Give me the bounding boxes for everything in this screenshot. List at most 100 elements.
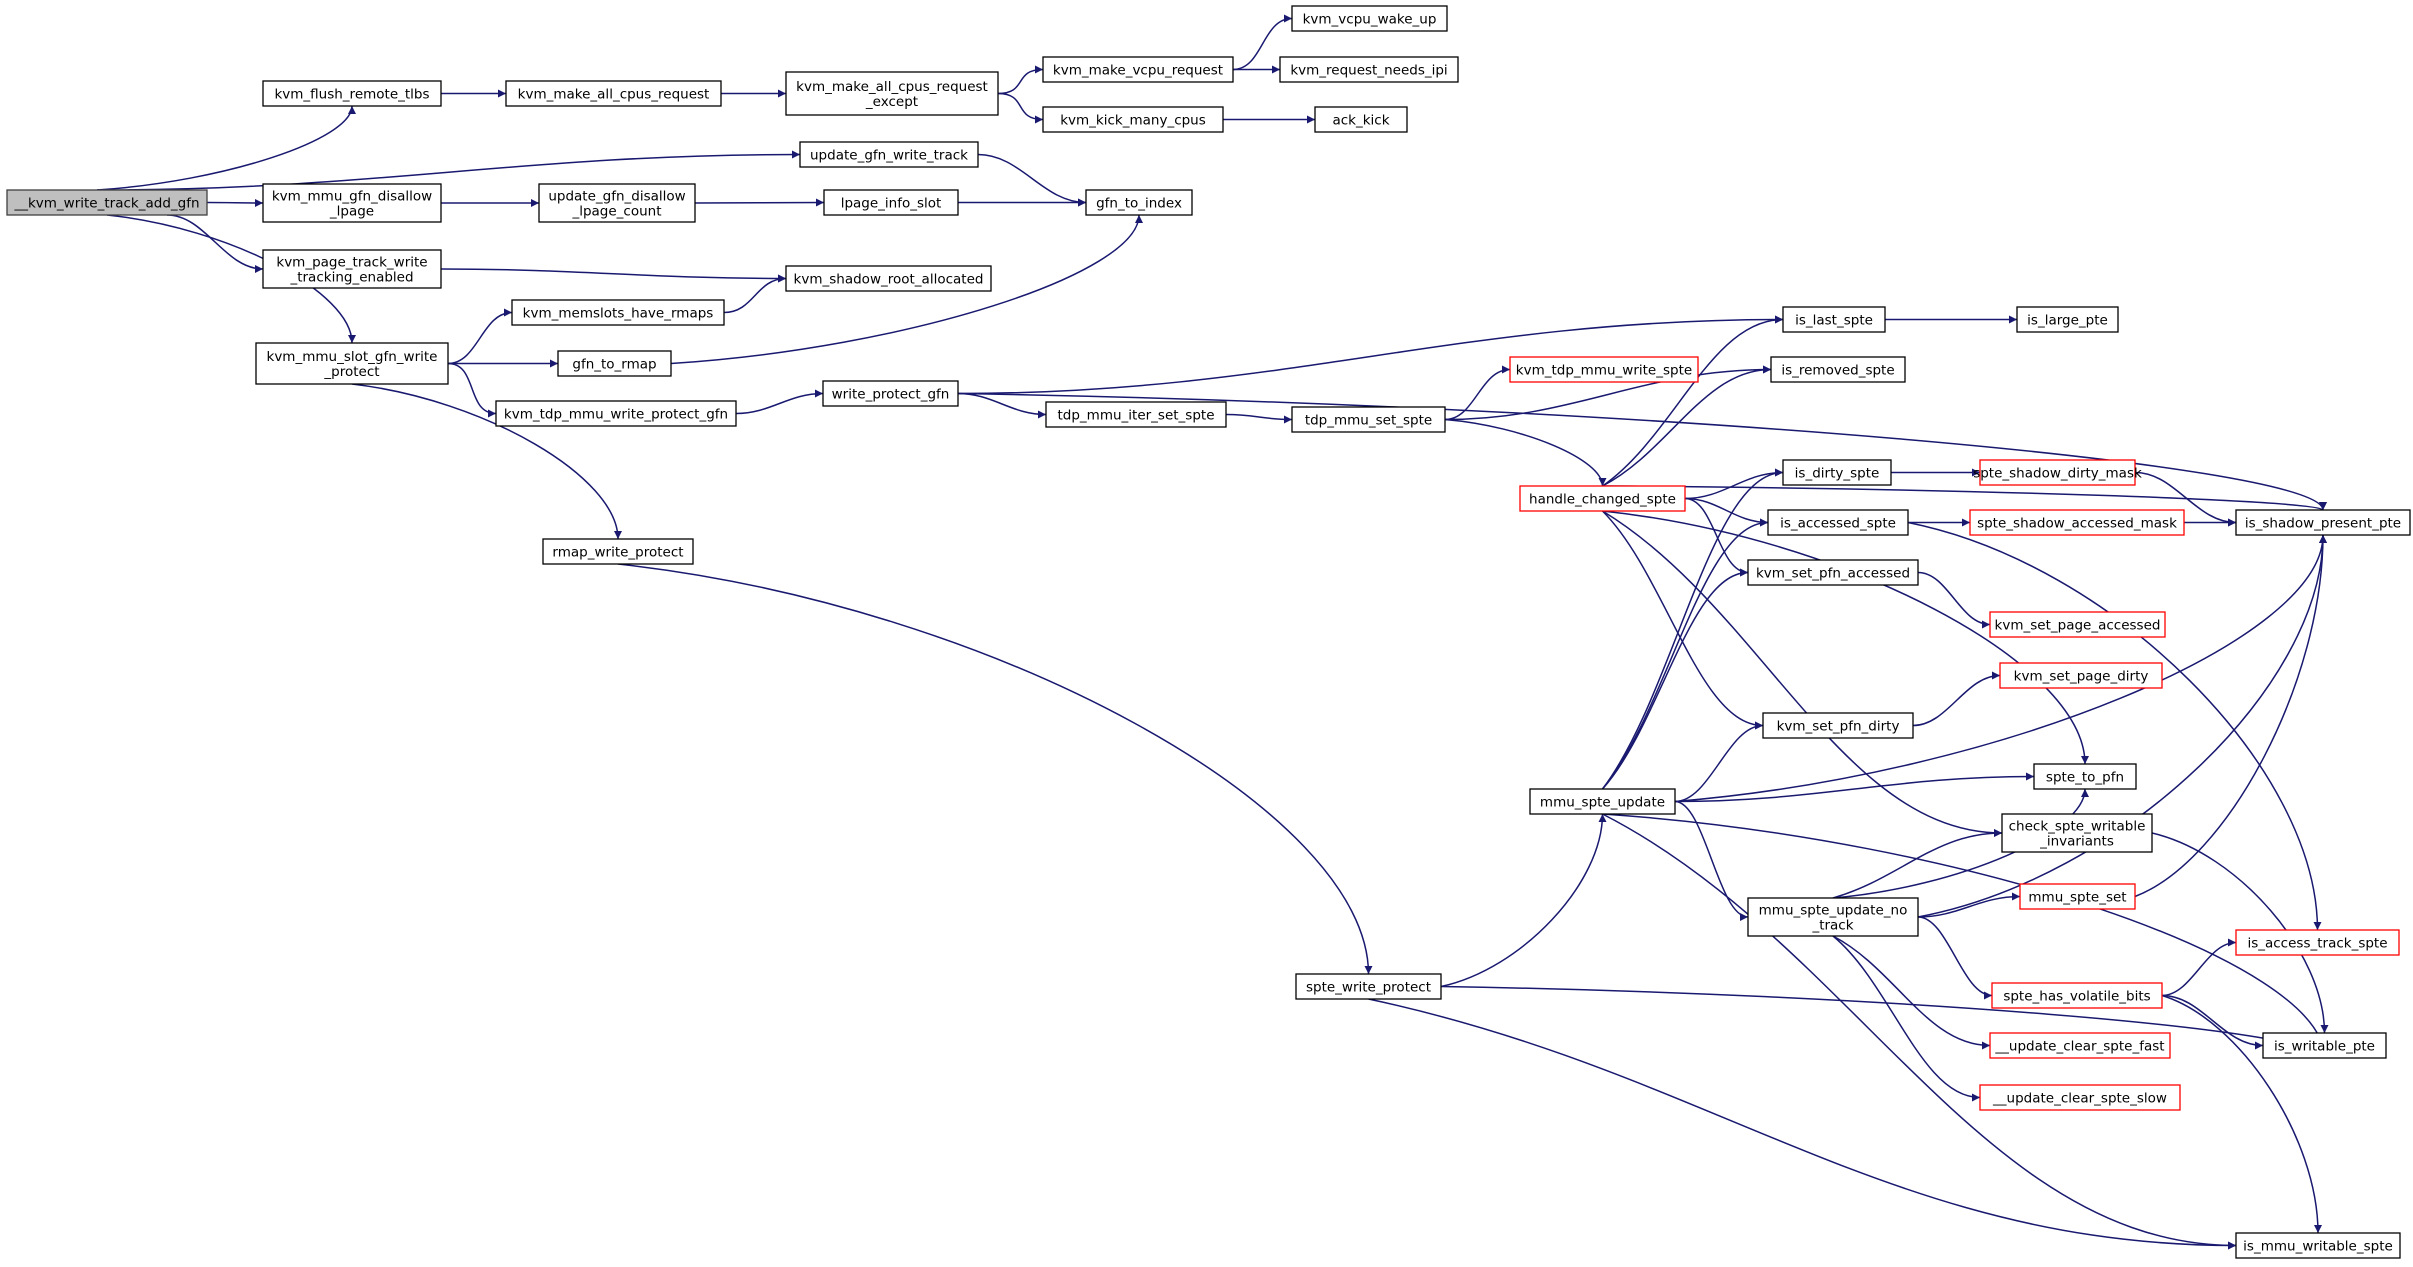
node-tdpwrite-box xyxy=(1509,356,1699,383)
edge-mmuupd-to-iswritable xyxy=(1602,813,2329,1059)
node-tdpwrite[interactable]: kvm_tdp_mmu_write_spte xyxy=(1509,356,1699,383)
node-rmapwp[interactable]: rmap_write_protect xyxy=(542,538,694,565)
node-vcpureq-box xyxy=(1042,56,1234,83)
node-notrack-label: mmu_spte_update_no xyxy=(1759,903,1908,919)
node-isacc[interactable]: is_accessed_spte xyxy=(1767,509,1909,536)
node-tdpwpgfn[interactable]: kvm_tdp_mmu_write_protect_gfn xyxy=(495,400,737,427)
node-needsipi-label: kvm_request_needs_ipi xyxy=(1290,63,1447,79)
node-islarge-label: is_large_pte xyxy=(2027,313,2108,329)
node-present-label: is_shadow_present_pte xyxy=(2245,516,2401,532)
node-clrfast[interactable]: __update_clear_spte_fast xyxy=(1989,1032,2171,1059)
node-isacctrack[interactable]: is_access_track_spte xyxy=(2235,929,2400,956)
edge-volatile-to-isacctrack xyxy=(2161,938,2237,997)
node-slotwp-box xyxy=(255,342,449,385)
edge-handle-to-sptepfn xyxy=(1602,510,2089,765)
node-pagedirty[interactable]: kvm_set_page_dirty xyxy=(1999,662,2163,689)
node-mmuupd-label: mmu_spte_update xyxy=(1540,795,1665,811)
node-sptepfn-box xyxy=(2033,763,2137,790)
node-upd_wt-label: update_gfn_write_track xyxy=(810,148,968,164)
node-isdirty[interactable]: is_dirty_spte xyxy=(1782,459,1892,486)
node-clrfast-label: __update_clear_spte_fast xyxy=(1994,1039,2164,1055)
node-clrslow[interactable]: __update_clear_spte_slow xyxy=(1979,1084,2181,1111)
node-vcpureq[interactable]: kvm_make_vcpu_request xyxy=(1042,56,1234,83)
node-lpinfo-box xyxy=(823,189,959,216)
node-present-box xyxy=(2235,509,2411,536)
node-ptwte[interactable]: kvm_page_track_write_tracking_enabled xyxy=(262,249,442,289)
node-spwp[interactable]: spte_write_protect xyxy=(1295,973,1442,1000)
node-sptepfn[interactable]: spte_to_pfn xyxy=(2033,763,2137,790)
edge-rmapwp-to-spwp xyxy=(617,563,1373,975)
edge-root-to-ptwte xyxy=(166,214,264,273)
node-rootalloc[interactable]: kvm_shadow_root_allocated xyxy=(785,265,992,292)
node-present[interactable]: is_shadow_present_pte xyxy=(2235,509,2411,536)
node-upd_dlc[interactable]: update_gfn_disallow_lpage_count xyxy=(538,183,696,223)
edge-mmuupd-to-isacc xyxy=(1601,518,1769,790)
edge-root-to-flush xyxy=(96,105,356,191)
edge-root-to-upd_wt xyxy=(96,150,801,191)
edge-pfnacc-to-pageacc xyxy=(1917,571,1991,629)
edge-handle-to-isacc xyxy=(1684,497,1769,527)
node-isremoved[interactable]: is_removed_spte xyxy=(1770,356,1906,383)
node-pfnacc[interactable]: kvm_set_pfn_accessed xyxy=(1747,559,1919,586)
node-wakeup[interactable]: kvm_vcpu_wake_up xyxy=(1291,5,1448,32)
node-flush-label: kvm_flush_remote_tlbs xyxy=(274,87,429,103)
node-mmuset-label: mmu_spte_set xyxy=(2028,890,2126,906)
node-isacctrack-box xyxy=(2235,929,2400,956)
edge-handle-to-isremoved xyxy=(1602,365,1772,487)
edge-volatile-to-iswritable xyxy=(2161,994,2264,1050)
node-lpinfo[interactable]: lpage_info_slot xyxy=(823,189,959,216)
node-accmask[interactable]: spte_shadow_accessed_mask xyxy=(1969,509,2185,536)
edge-mmuupd-to-pfndirty xyxy=(1674,721,1764,803)
node-root-label: __kvm_write_track_add_gfn xyxy=(13,196,199,212)
node-volatile[interactable]: spte_has_volatile_bits xyxy=(1991,982,2163,1009)
node-gfnidx[interactable]: gfn_to_index xyxy=(1085,189,1193,216)
node-wakeup-box xyxy=(1291,5,1448,32)
edge-mmuupd-to-present xyxy=(1674,534,2327,803)
node-slotwp[interactable]: kvm_mmu_slot_gfn_write_protect xyxy=(255,342,449,385)
node-notrack[interactable]: mmu_spte_update_no_track xyxy=(1747,897,1919,937)
node-gfnrmap[interactable]: gfn_to_rmap xyxy=(557,350,672,377)
node-ptwte-label: _tracking_enabled xyxy=(289,270,413,286)
node-checkinv[interactable]: check_spte_writable_invariants xyxy=(2001,813,2153,853)
node-volatile-box xyxy=(1991,982,2163,1009)
node-kick[interactable]: kvm_kick_many_cpus xyxy=(1042,106,1224,133)
node-iswritable[interactable]: is_writable_pte xyxy=(2262,1032,2387,1059)
edge-handle-to-present xyxy=(1602,485,2327,511)
node-disallow-label: _lpage xyxy=(329,204,374,220)
node-islast-label: is_last_spte xyxy=(1795,313,1873,329)
node-accmask-box xyxy=(1969,509,2185,536)
edge-ptwte-to-rootalloc xyxy=(440,268,787,283)
node-upd_wt[interactable]: update_gfn_write_track xyxy=(799,141,979,168)
node-mmuset[interactable]: mmu_spte_set xyxy=(2019,883,2136,910)
edge-tdpset-to-isremoved xyxy=(1444,365,1772,421)
node-wpgfn[interactable]: write_protect_gfn xyxy=(822,380,959,407)
node-pageacc[interactable]: kvm_set_page_accessed xyxy=(1989,611,2166,638)
node-flush[interactable]: kvm_flush_remote_tlbs xyxy=(262,80,442,107)
node-mmuwritable[interactable]: is_mmu_writable_spte xyxy=(2235,1232,2401,1259)
node-pfndirty[interactable]: kvm_set_pfn_dirty xyxy=(1762,712,1914,739)
edge-pfndirty-to-pagedirty xyxy=(1912,671,2001,727)
node-disallow[interactable]: kvm_mmu_gfn_disallow_lpage xyxy=(262,183,442,223)
node-ptwte-label: kvm_page_track_write xyxy=(276,255,427,271)
node-itersp[interactable]: tdp_mmu_iter_set_spte xyxy=(1045,401,1227,428)
node-mmuset-box xyxy=(2019,883,2136,910)
node-memrmaps-box xyxy=(511,299,725,326)
node-allreqx[interactable]: kvm_make_all_cpus_request_except xyxy=(785,71,999,116)
edge-slotwp-to-rmapwp xyxy=(351,383,622,540)
node-allreqx-box xyxy=(785,71,999,116)
node-allreq[interactable]: kvm_make_all_cpus_request xyxy=(505,80,722,107)
node-needsipi[interactable]: kvm_request_needs_ipi xyxy=(1279,56,1459,83)
node-tdpset[interactable]: tdp_mmu_set_spte xyxy=(1291,406,1446,433)
node-islarge[interactable]: is_large_pte xyxy=(2016,306,2119,333)
node-rmapwp-label: rmap_write_protect xyxy=(552,545,683,561)
node-islast[interactable]: is_last_spte xyxy=(1782,306,1886,333)
node-rootalloc-box xyxy=(785,265,992,292)
node-root[interactable]: __kvm_write_track_add_gfn xyxy=(6,189,208,216)
node-mmuupd[interactable]: mmu_spte_update xyxy=(1529,788,1676,815)
edge-mmuupd-to-sptepfn xyxy=(1674,772,2035,803)
node-handle[interactable]: handle_changed_spte xyxy=(1519,485,1686,512)
node-ackkick[interactable]: ack_kick xyxy=(1314,106,1408,133)
node-dirtymask[interactable]: spte_shadow_dirty_mask xyxy=(1973,459,2142,486)
node-clrslow-label: __update_clear_spte_slow xyxy=(1992,1091,2167,1107)
node-memrmaps[interactable]: kvm_memslots_have_rmaps xyxy=(511,299,725,326)
